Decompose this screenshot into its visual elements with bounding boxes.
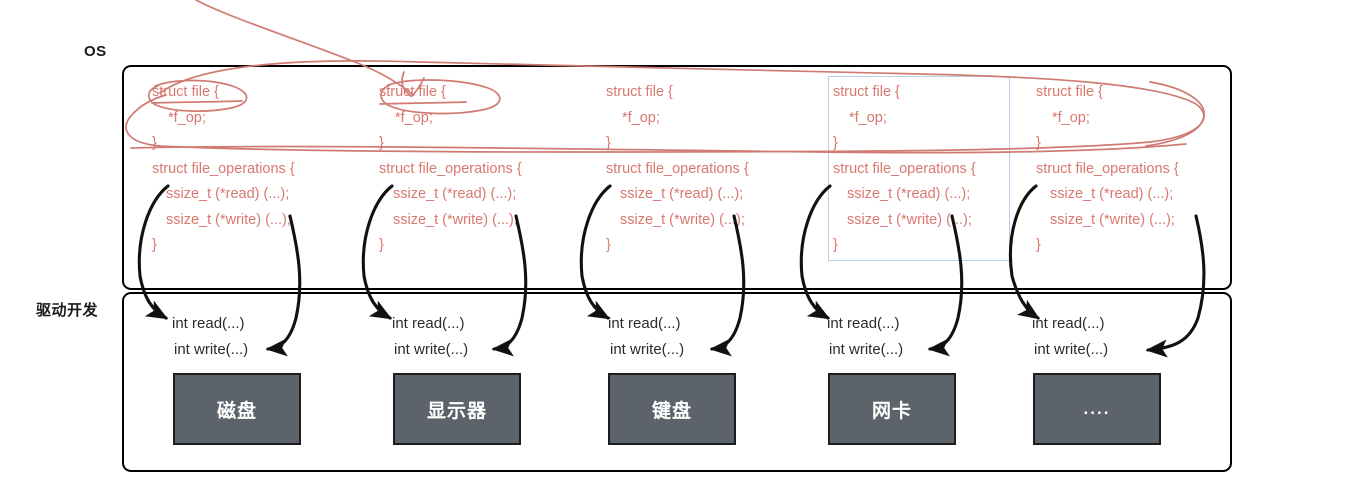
struct-file-close: } [379,135,384,151]
driver-column-3: int read(...) int write(...) [608,311,808,363]
struct-file-member: *f_op; [395,109,433,126]
driver-column-5: int read(...) int write(...) [1032,311,1232,363]
struct-file-close: } [833,135,838,151]
os-column-3: struct file { *f_op; } struct file_opera… [606,80,821,259]
os-column-2: struct file { *f_op; } struct file_opera… [379,80,594,259]
driver-column-4: int read(...) int write(...) [827,311,1027,363]
struct-file-header: struct file { [1036,84,1103,100]
driver-column-2: int read(...) int write(...) [392,311,592,363]
struct-file-member: *f_op; [1052,109,1090,126]
struct-fops-header: struct file_operations { [379,160,522,177]
struct-fops-close: } [152,237,157,253]
driver-read-signature: int read(...) [608,315,681,332]
struct-file-member: *f_op; [622,109,660,126]
driver-write-signature: int write(...) [174,341,249,358]
device-box-disk[interactable]: 磁盘 [173,373,301,445]
struct-fops-close: } [833,237,838,253]
struct-fops-header: struct file_operations { [152,160,295,177]
struct-fops-write: ssize_t (*write) (...); [620,211,745,228]
layer-label-os: OS [84,43,107,60]
struct-fops-read: ssize_t (*read) (...); [1050,186,1174,202]
driver-read-signature: int read(...) [827,315,900,332]
struct-file-close: } [152,135,157,151]
struct-fops-header: struct file_operations { [606,160,749,177]
driver-column-1: int read(...) int write(...) [172,311,372,363]
struct-fops-header: struct file_operations { [1036,160,1179,177]
struct-fops-read: ssize_t (*read) (...); [393,186,517,202]
struct-fops-close: } [606,237,611,253]
struct-fops-read: ssize_t (*read) (...); [620,186,744,202]
struct-file-header: struct file { [152,84,219,100]
struct-file-header: struct file { [379,84,446,100]
driver-write-signature: int write(...) [829,341,904,358]
struct-file-member: *f_op; [849,109,887,126]
struct-fops-write: ssize_t (*write) (...); [166,211,291,228]
struct-file-close: } [1036,135,1041,151]
struct-fops-header: struct file_operations { [833,160,976,177]
device-box-keyboard[interactable]: 键盘 [608,373,736,445]
struct-fops-read: ssize_t (*read) (...); [166,186,290,202]
driver-read-signature: int read(...) [172,315,245,332]
struct-fops-close: } [1036,237,1041,253]
struct-fops-write: ssize_t (*write) (...); [1050,211,1175,228]
struct-file-member: *f_op; [168,109,206,126]
struct-file-header: struct file { [833,84,900,100]
driver-write-signature: int write(...) [394,341,469,358]
struct-file-close: } [606,135,611,151]
struct-file-header: struct file { [606,84,673,100]
device-box-monitor[interactable]: 显示器 [393,373,521,445]
layer-label-driver: 驱动开发 [36,302,99,319]
driver-read-signature: int read(...) [1032,315,1105,332]
os-column-1: struct file { *f_op; } struct file_opera… [152,80,367,259]
os-column-5: struct file { *f_op; } struct file_opera… [1036,80,1251,259]
device-box-network-card[interactable]: 网卡 [828,373,956,445]
struct-fops-read: ssize_t (*read) (...); [847,186,971,202]
struct-fops-write: ssize_t (*write) (...); [393,211,518,228]
struct-fops-close: } [379,237,384,253]
device-box-more[interactable]: .... [1033,373,1161,445]
driver-write-signature: int write(...) [610,341,685,358]
driver-write-signature: int write(...) [1034,341,1109,358]
struct-fops-write: ssize_t (*write) (...); [847,211,972,228]
os-column-4: struct file { *f_op; } struct file_opera… [833,80,1048,259]
driver-read-signature: int read(...) [392,315,465,332]
